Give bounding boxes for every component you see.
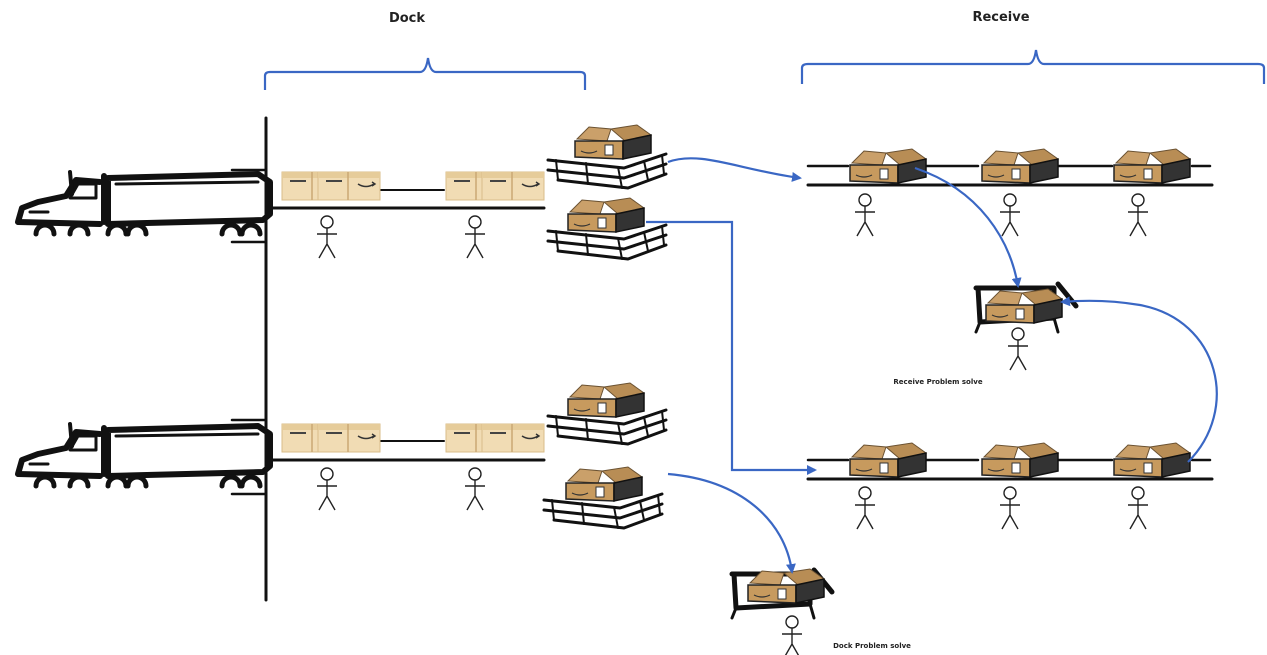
- open-box-icon: [982, 149, 1058, 183]
- person-icon: [1008, 328, 1028, 370]
- open-box-icon: [566, 467, 642, 501]
- open-box-icon: [568, 383, 644, 417]
- person-icon: [782, 616, 802, 655]
- person-icon: [317, 468, 337, 510]
- box-icon: [318, 424, 380, 452]
- person-icon: [465, 216, 485, 258]
- open-box-icon: [986, 289, 1062, 323]
- receive-problem-solve-label: Receive Problem solve: [893, 378, 982, 386]
- receive-title: Receive: [972, 10, 1029, 25]
- person-icon: [855, 487, 875, 529]
- open-box-icon: [982, 443, 1058, 477]
- flow-arrow: [1062, 301, 1217, 462]
- person-icon: [1128, 487, 1148, 529]
- flow-arrow: [668, 474, 792, 572]
- dock-problem-solve-label: Dock Problem solve: [833, 642, 911, 650]
- flow-arrow: [668, 158, 800, 178]
- dock-title: Dock: [389, 11, 425, 26]
- truck-icon: [18, 424, 270, 486]
- receive-bracket: [802, 50, 1264, 84]
- person-icon: [1000, 487, 1020, 529]
- person-icon: [317, 216, 337, 258]
- box-icon: [482, 172, 544, 200]
- dock-bracket: [265, 58, 585, 90]
- open-box-icon: [1114, 443, 1190, 477]
- pallet-icon: [548, 154, 666, 188]
- open-box-icon: [850, 149, 926, 183]
- box-icon: [482, 424, 544, 452]
- person-icon: [1000, 194, 1020, 236]
- person-icon: [465, 468, 485, 510]
- person-icon: [855, 194, 875, 236]
- open-box-icon: [575, 125, 651, 159]
- box-icon: [318, 172, 380, 200]
- open-box-icon: [850, 443, 926, 477]
- person-icon: [1128, 194, 1148, 236]
- open-box-icon: [748, 569, 824, 603]
- flow-arrow: [646, 222, 815, 470]
- open-box-icon: [1114, 149, 1190, 183]
- open-box-icon: [568, 198, 644, 232]
- truck-icon: [18, 172, 270, 234]
